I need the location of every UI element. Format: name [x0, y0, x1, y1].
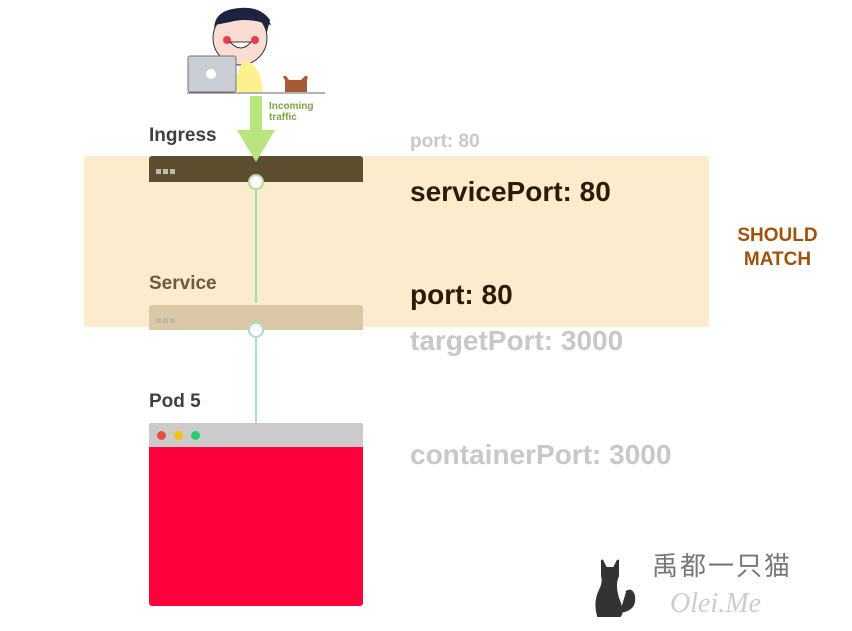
watermark: 禹都一只猫 Olei.Me: [590, 552, 840, 628]
user-illustration: [187, 7, 325, 94]
ingress-port-circle: [248, 174, 264, 190]
incoming-arrowhead: [237, 130, 275, 162]
pod-titlebar: [149, 423, 363, 447]
match-line1: SHOULD: [737, 225, 818, 246]
service-port-circle: [248, 322, 264, 338]
port-text: port: 80: [410, 279, 513, 310]
service-port-text: servicePort: 80: [410, 176, 611, 207]
match-highlight: [84, 156, 709, 327]
service-label: Service: [149, 273, 217, 294]
incoming-line2: traffic: [269, 112, 297, 123]
watermark-chinese: 禹都一只猫: [652, 552, 793, 582]
incoming-line1: Incoming: [269, 101, 314, 112]
cat-silhouette-icon: [595, 559, 636, 617]
minimize-dot-icon: [174, 431, 183, 440]
match-line2: MATCH: [743, 249, 812, 270]
service-pod-connector: [255, 337, 257, 423]
target-port-text: targetPort: 3000: [410, 325, 624, 356]
close-dot-icon: [157, 431, 166, 440]
ingress-label: Ingress: [149, 125, 217, 146]
maximize-dot-icon: [191, 431, 200, 440]
should-match-note: SHOULD MATCH: [725, 224, 830, 272]
ingress-port-text: port: 80: [410, 131, 480, 152]
pod-label: Pod 5: [149, 391, 201, 412]
ingress-service-connector: [255, 188, 257, 303]
container-port-text: containerPort: 3000: [410, 439, 672, 470]
incoming-traffic-label: Incoming traffic: [269, 101, 313, 123]
incoming-arrow: [250, 96, 262, 132]
pod-window: [149, 423, 363, 606]
watermark-latin: Olei.Me: [670, 588, 761, 619]
